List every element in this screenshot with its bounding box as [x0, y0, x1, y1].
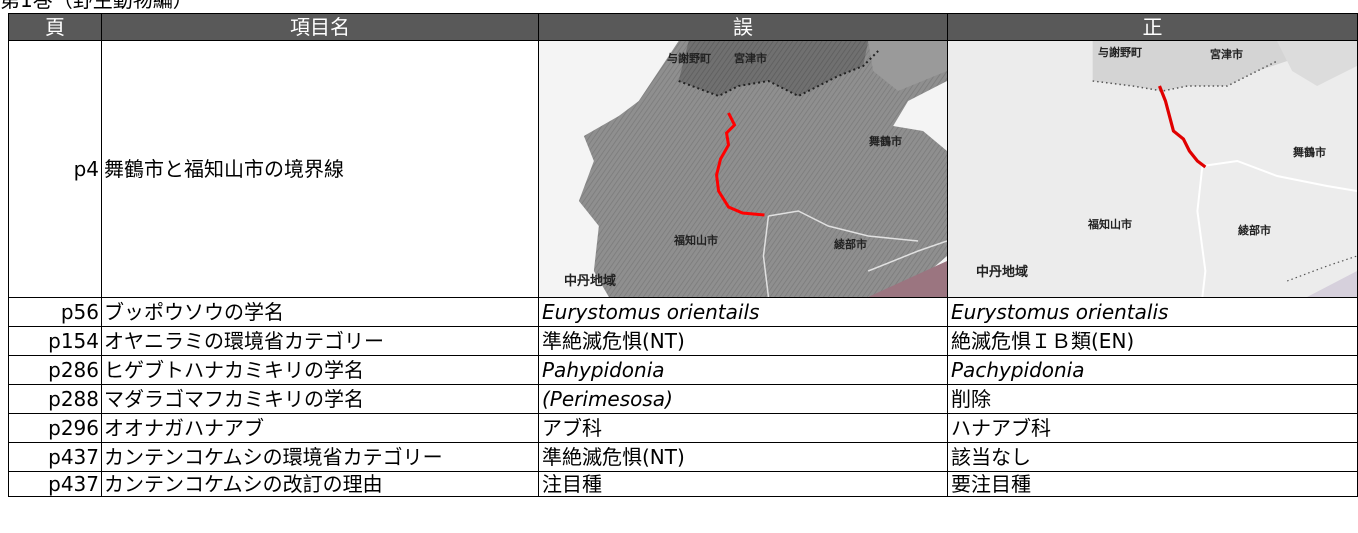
header-row: 頁 項目名 誤 正	[8, 13, 1358, 41]
cell-right: 削除	[947, 384, 1358, 414]
header-item: 項目名	[101, 13, 539, 41]
cell-wrong: 注目種	[538, 471, 948, 497]
cell-right: 絶滅危惧ＩＢ類(EN)	[947, 326, 1358, 356]
header-wrong: 誤	[538, 13, 948, 41]
cell-right: Eurystomus orientalis	[947, 297, 1358, 327]
cell-item: ブッポウソウの学名	[101, 297, 539, 327]
cell-page: p4	[8, 40, 102, 298]
wrong-map-image: 与謝野町 宮津市 舞鶴市 福知山市 綾部市 中丹地域	[538, 40, 948, 298]
map-label-miyazu: 宮津市	[734, 52, 767, 65]
cell-page: p288	[8, 384, 102, 414]
cell-item: ヒゲブトハナカミキリの学名	[101, 355, 539, 385]
cell-item: カンテンコケムシの改訂の理由	[101, 471, 539, 497]
map-label-maizuru: 舞鶴市	[869, 135, 902, 148]
cell-item: オオナガハナアブ	[101, 413, 539, 443]
document-caption: 第1巻（野生動物編）	[0, 0, 193, 12]
cell-right: Pachypidonia	[947, 355, 1358, 385]
cell-page: p437	[8, 442, 102, 472]
cell-right: 要注目種	[947, 471, 1358, 497]
cell-wrong: アブ科	[538, 413, 948, 443]
cell-item: カンテンコケムシの環境省カテゴリー	[101, 442, 539, 472]
map-label-ayabe: 綾部市	[834, 238, 867, 251]
cell-page: p286	[8, 355, 102, 385]
cell-item: 舞鶴市と福知山市の境界線	[101, 40, 539, 298]
errata-table: 頁 項目名 誤 正 p4 舞鶴市と福知山市の境界線	[8, 13, 1358, 497]
cell-wrong: 準絶滅危惧(NT)	[538, 326, 948, 356]
cell-page: p437	[8, 471, 102, 497]
map-label-yosano: 与謝野町	[667, 52, 711, 65]
cell-wrong: 準絶滅危惧(NT)	[538, 442, 948, 472]
cell-page: p154	[8, 326, 102, 356]
cell-right: ハナアブ科	[947, 413, 1358, 443]
map-label-fukuchiyama: 福知山市	[1088, 218, 1132, 231]
map-label-region: 中丹地域	[976, 265, 1029, 280]
map-label-miyazu: 宮津市	[1210, 48, 1243, 61]
cell-wrong: Eurystomus orientails	[538, 297, 948, 327]
map-label-maizuru: 舞鶴市	[1293, 146, 1326, 159]
cell-page: p56	[8, 297, 102, 327]
map-label-region: 中丹地域	[564, 274, 617, 289]
map-label-fukuchiyama: 福知山市	[674, 234, 718, 247]
cell-item: オヤニラミの環境省カテゴリー	[101, 326, 539, 356]
cell-wrong: Pahypidonia	[538, 355, 948, 385]
header-page: 頁	[8, 13, 102, 41]
header-right: 正	[947, 13, 1358, 41]
cell-page: p296	[8, 413, 102, 443]
table-row-map: p4 舞鶴市と福知山市の境界線	[8, 40, 1358, 298]
map-label-yosano: 与謝野町	[1098, 46, 1142, 59]
right-map-image: 与謝野町 宮津市 舞鶴市 福知山市 綾部市 中丹地域	[947, 40, 1358, 298]
cell-wrong: (Perimesosa)	[538, 384, 948, 414]
map-label-ayabe: 綾部市	[1238, 224, 1271, 237]
cell-item: マダラゴマフカミキリの学名	[101, 384, 539, 414]
cell-right: 該当なし	[947, 442, 1358, 472]
